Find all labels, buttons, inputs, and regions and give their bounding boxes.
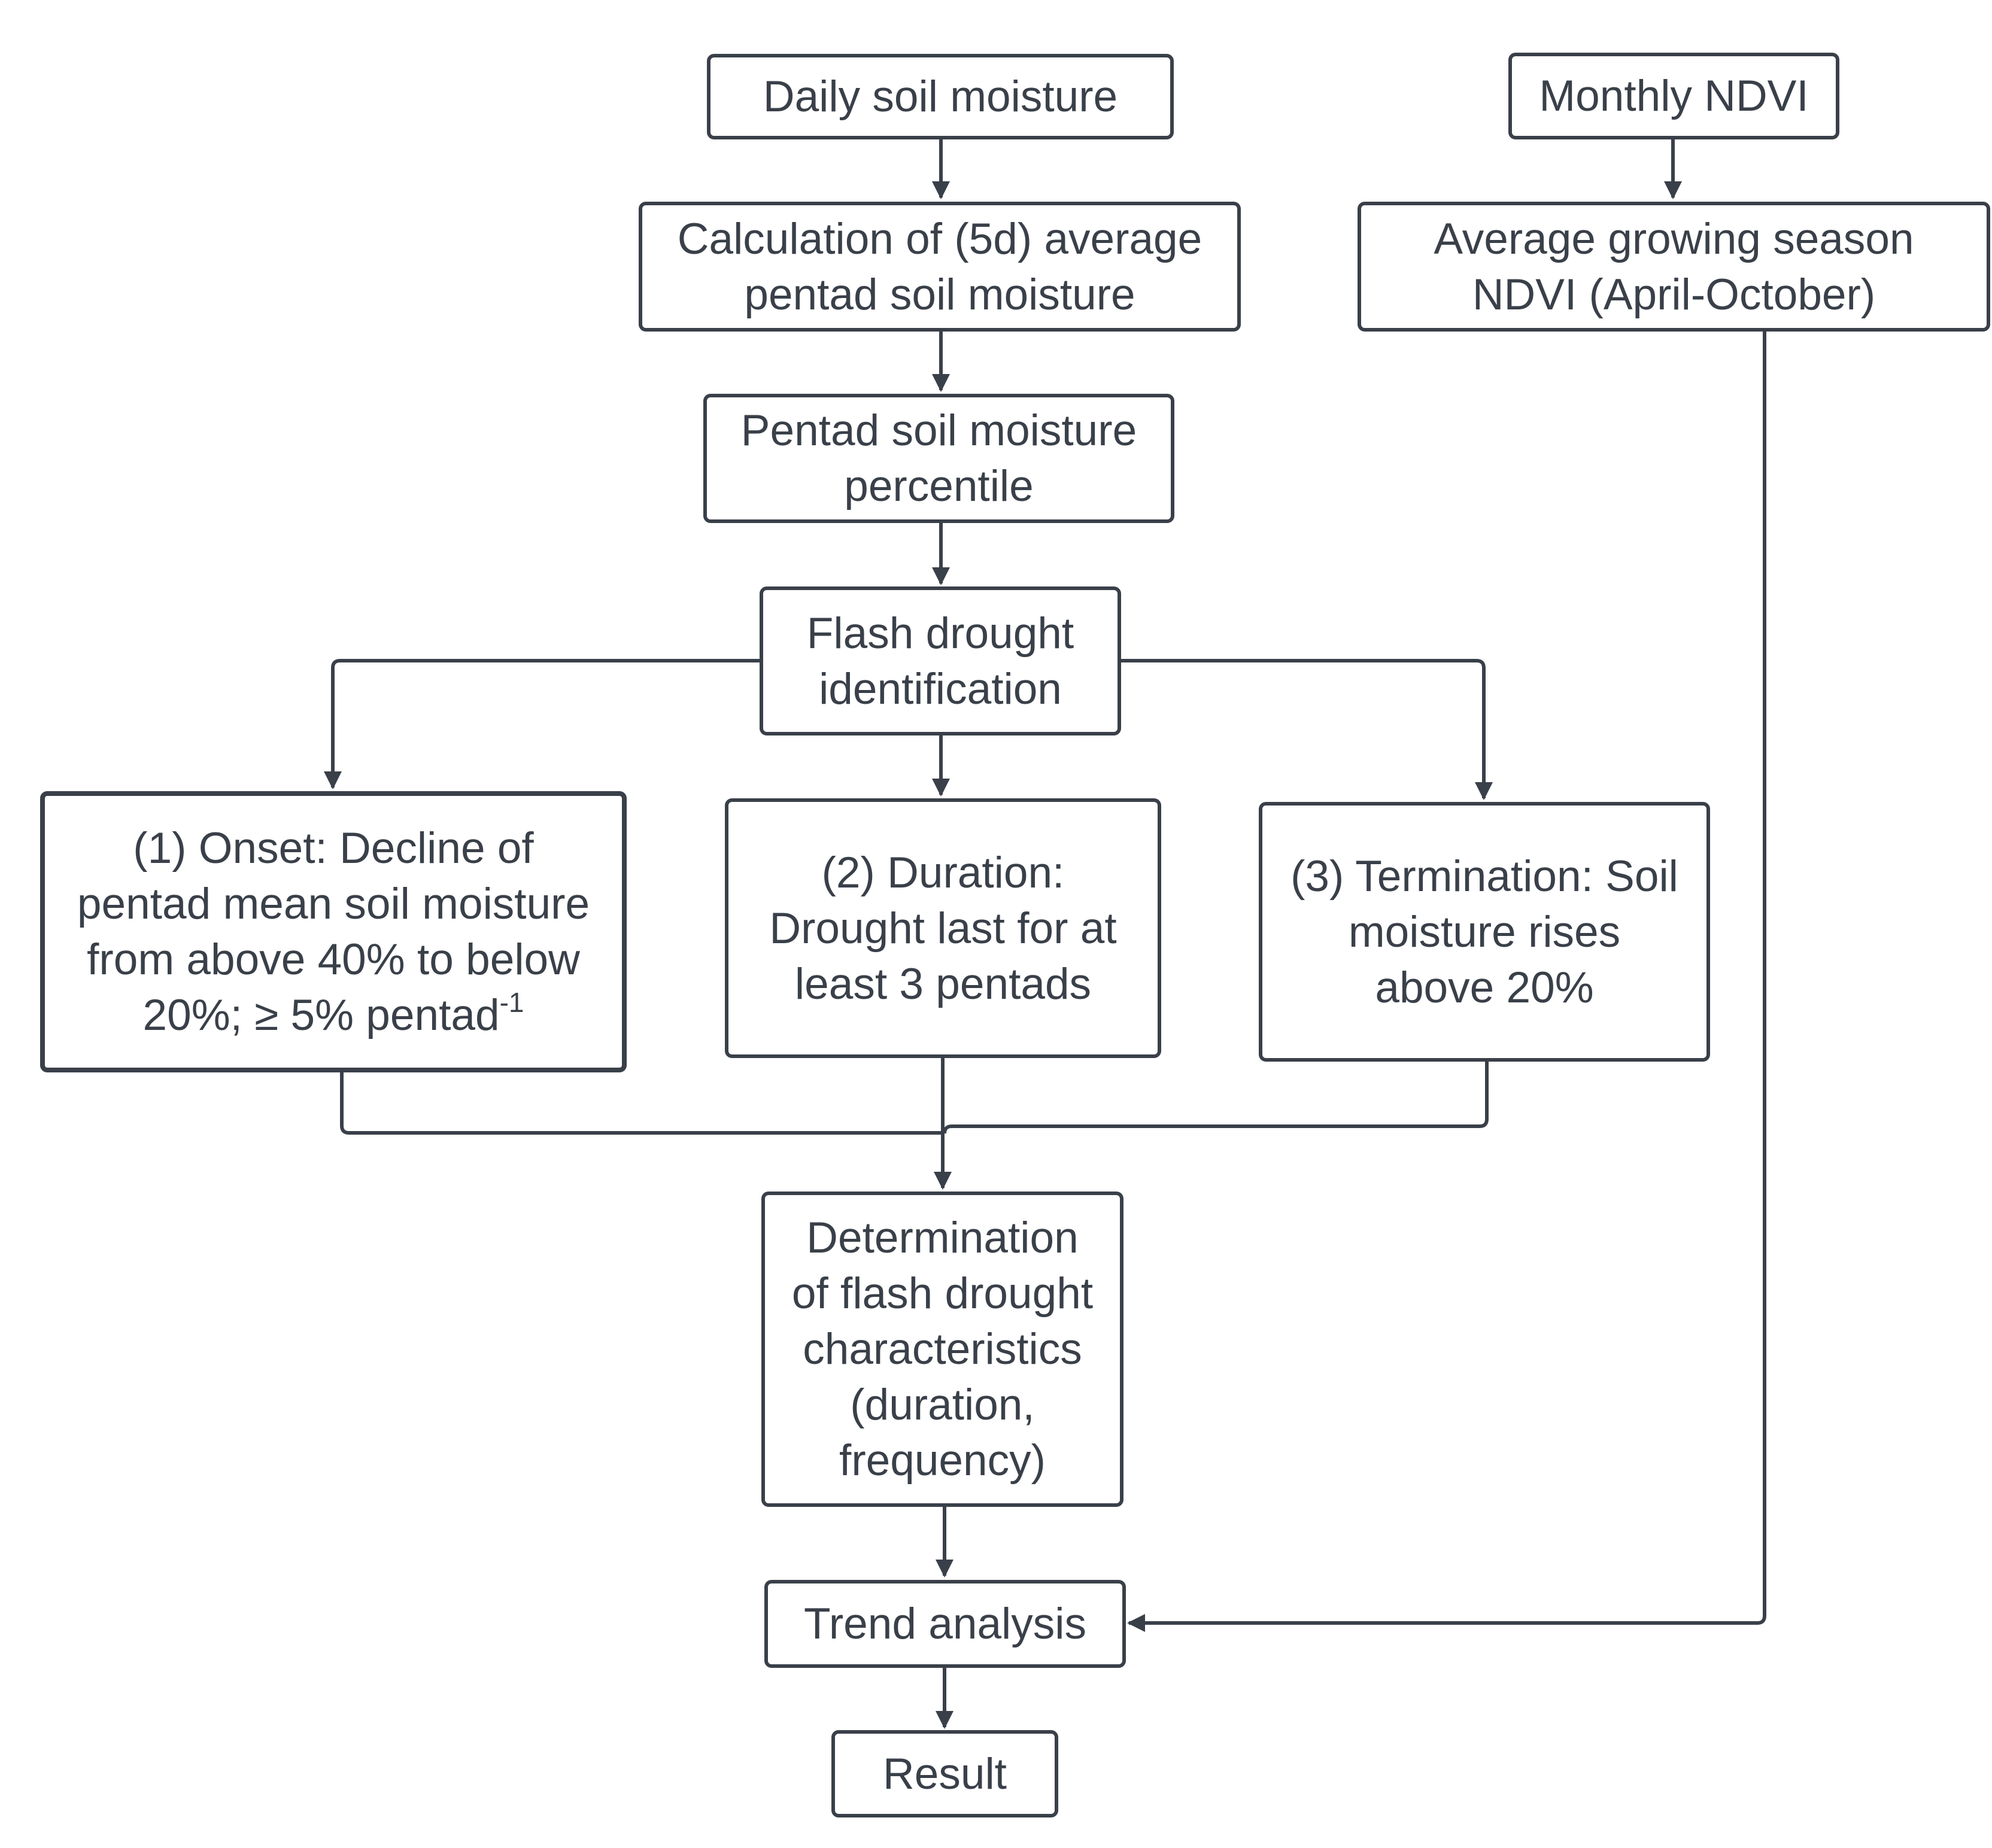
node-label-line: Flash drought	[806, 609, 1074, 658]
node-label-line: Calculation of (5d) average	[677, 214, 1203, 263]
node-label-line: percentile	[844, 462, 1034, 510]
daily-soil-moisture-box: Daily soil moisture	[707, 54, 1174, 139]
line-termination-to-merge	[943, 1062, 1489, 1134]
node-label-group: Pentad soil moisture percentile	[741, 403, 1137, 514]
node-label-line: Drought last for at	[769, 904, 1117, 953]
flash-drought-identification-box: Flash drought identification	[760, 586, 1121, 735]
node-label-group: (1) Onset: Decline of pentad mean soil m…	[77, 820, 590, 1043]
node-label-line: 20%; ≥ 5% pentad-1	[77, 987, 590, 1043]
node-label-line: Determination	[806, 1214, 1079, 1262]
node-label: Result	[883, 1749, 1007, 1798]
node-label: Monthly NDVI	[1539, 72, 1809, 120]
node-label-line: least 3 pentads	[794, 959, 1092, 1008]
node-label-line: pentad mean soil moisture	[77, 880, 590, 928]
node-label: Daily soil moisture	[763, 72, 1118, 121]
node-label-line: frequency)	[839, 1436, 1046, 1485]
node-label-group: Average growing season NDVI (April-Octob…	[1434, 211, 1914, 323]
arrow-flash-to-termination	[1121, 659, 1493, 800]
node-label-line: NDVI (April-October)	[1472, 270, 1876, 319]
node-label-line: (duration,	[850, 1381, 1035, 1429]
onset-criterion-box: (1) Onset: Decline of pentad mean soil m…	[40, 791, 627, 1072]
monthly-ndvi-box: Monthly NDVI	[1508, 53, 1839, 139]
trend-analysis-box: Trend analysis	[764, 1580, 1126, 1668]
pentad-percentile-box: Pentad soil moisture percentile	[703, 394, 1174, 523]
determination-characteristics-box: Determination of flash drought character…	[761, 1192, 1123, 1507]
node-label-line: identification	[819, 664, 1062, 713]
node-label-line: (2) Duration:	[821, 848, 1065, 897]
arrow-ndvi-to-trend	[1127, 332, 1766, 1632]
node-label-line: from above 40% to below	[87, 935, 580, 984]
node-label-line: of flash drought	[791, 1269, 1094, 1318]
node-label-group: Flash drought identification	[807, 606, 1074, 717]
node-label: Trend analysis	[803, 1600, 1086, 1648]
termination-criterion-box: (3) Termination: Soil moisture rises abo…	[1259, 802, 1710, 1062]
node-label-line: pentad soil moisture	[744, 270, 1135, 319]
node-label-line: moisture rises	[1348, 907, 1621, 956]
duration-criterion-box: (2) Duration: Drought last for at least …	[725, 798, 1161, 1058]
node-label-line: (3) Termination: Soil	[1290, 852, 1678, 901]
node-label-group: Determination of flash drought character…	[792, 1210, 1093, 1488]
result-box: Result	[831, 1730, 1058, 1817]
node-label-group: (2) Duration: Drought last for at least …	[769, 845, 1116, 1012]
onset-rate-text: 20%; ≥ 5% pentad	[142, 991, 500, 1040]
calculation-pentad-box: Calculation of (5d) average pentad soil …	[639, 202, 1241, 332]
line-onset-to-merge	[340, 1072, 941, 1135]
node-label-line: characteristics	[803, 1325, 1082, 1373]
node-label-line: Average growing season	[1434, 214, 1914, 263]
arrow-flash-to-onset	[324, 659, 760, 789]
average-growing-season-ndvi-box: Average growing season NDVI (April-Octob…	[1358, 202, 1990, 332]
node-label-line: above 20%	[1375, 963, 1594, 1012]
node-label-group: (3) Termination: Soil moisture rises abo…	[1290, 849, 1678, 1016]
node-label-line: Pentad soil moisture	[740, 406, 1137, 455]
node-label-group: Calculation of (5d) average pentad soil …	[678, 211, 1203, 323]
onset-rate-exponent: -1	[499, 987, 524, 1018]
node-label-line: (1) Onset: Decline of	[133, 824, 534, 873]
